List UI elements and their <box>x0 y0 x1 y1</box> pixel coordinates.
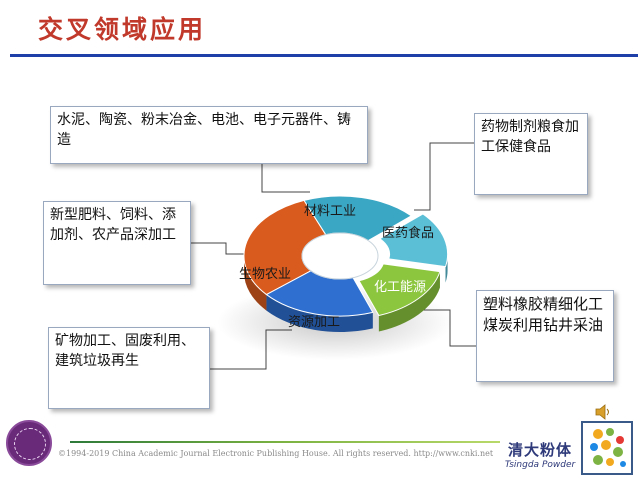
title-underline <box>10 54 638 57</box>
donut-side-bio <box>244 256 267 311</box>
donut-side-energy <box>378 271 440 332</box>
segment-label-energy: 化工能源 <box>374 280 427 295</box>
brand-name-cn: 清大粉体 <box>507 441 572 459</box>
donut-segment-medicine <box>378 213 449 268</box>
connector-mid-left <box>191 242 250 255</box>
donut-side-resource <box>266 294 373 332</box>
footer-rule <box>70 441 500 443</box>
segment-label-resource: 资源加工 <box>288 315 341 330</box>
segment-label-material: 材料工业 <box>304 204 357 219</box>
copyright-text: ©1994-2019 China Academic Journal Electr… <box>58 449 494 458</box>
box-energy-applications: 塑料橡胶精细化工煤炭利用钻井采油 <box>476 290 614 382</box>
segment-label-bio: 生物农业 <box>239 267 292 282</box>
brand-logo-icon <box>581 421 633 475</box>
speaker-icon[interactable] <box>594 404 612 420</box>
box-agriculture-applications: 新型肥料、饲料、添加剂、农产品深加工 <box>43 201 191 285</box>
connector-top-right <box>414 142 474 211</box>
page-title: 交叉领域应用 <box>38 15 207 44</box>
university-seal-logo <box>6 420 52 466</box>
box-resource-applications: 矿物加工、固废利用、建筑垃圾再生 <box>48 327 210 409</box>
segment-label-medicine: 医药食品 <box>382 226 435 241</box>
box-medicine-applications: 药物制剂粮食加工保健食品 <box>474 113 588 195</box>
donut-tops <box>243 195 449 317</box>
box-materials-applications: 水泥、陶瓷、粉末冶金、电池、电子元器件、铸造 <box>50 106 368 164</box>
donut-hole <box>301 232 379 280</box>
connector-top-left <box>261 164 310 193</box>
brand-name: 清大粉体 Tsingda Powder <box>504 441 576 471</box>
donut-segment-energy <box>358 263 441 317</box>
brand-name-en: Tsingda Powder <box>504 460 576 470</box>
